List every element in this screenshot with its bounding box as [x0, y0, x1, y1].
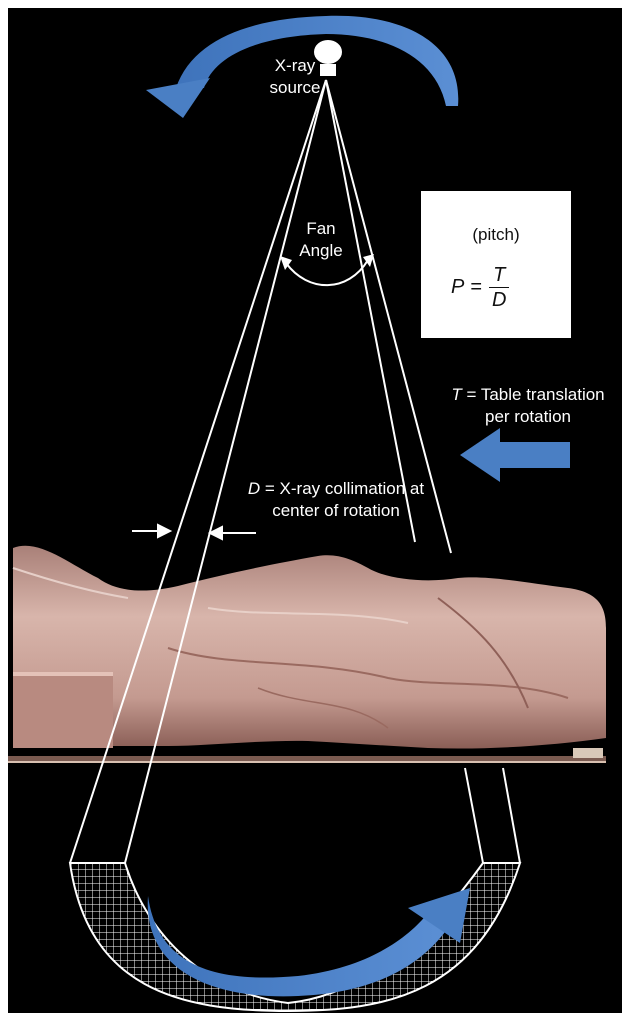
table-translation-var: T: [451, 385, 461, 404]
xray-source-label: X-ray source: [252, 55, 338, 99]
pitch-numerator: T: [489, 263, 509, 288]
collimation-label: D = X-ray collimation at center of rotat…: [221, 478, 451, 522]
pitch-title: (pitch): [421, 225, 571, 245]
diagram-panel: X-ray source Fan Angle (pitch) P = T D T…: [8, 8, 622, 1013]
collimation-arrows: [132, 525, 256, 539]
patient-body: [8, 546, 606, 763]
pitch-fraction: T D: [488, 263, 510, 312]
arrow-left-icon: [460, 428, 570, 482]
fan-angle-label: Fan Angle: [291, 218, 351, 262]
pitch-box: (pitch) P = T D: [421, 191, 571, 338]
collimation-var: D: [248, 479, 260, 498]
pitch-formula: P = T D: [451, 263, 510, 312]
pitch-denominator: D: [488, 288, 510, 312]
pitch-variable: P: [451, 276, 464, 299]
table-translation-label: T = Table translation per rotation: [435, 384, 621, 428]
pitch-equals: =: [470, 276, 482, 299]
